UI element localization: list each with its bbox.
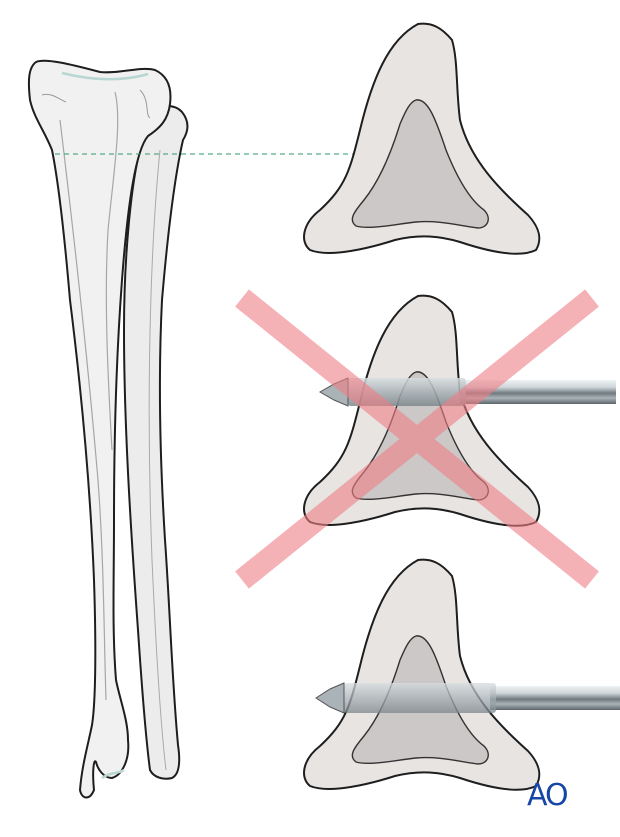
ao-logo: AO [527,778,569,813]
screw-incorrect [318,377,616,407]
fibula [122,105,189,780]
cross-section-1 [303,22,541,255]
incorrect-cross-mark [235,289,599,589]
tibia [27,59,172,799]
screw-correct [315,682,620,714]
cross-section-3 [303,558,620,791]
